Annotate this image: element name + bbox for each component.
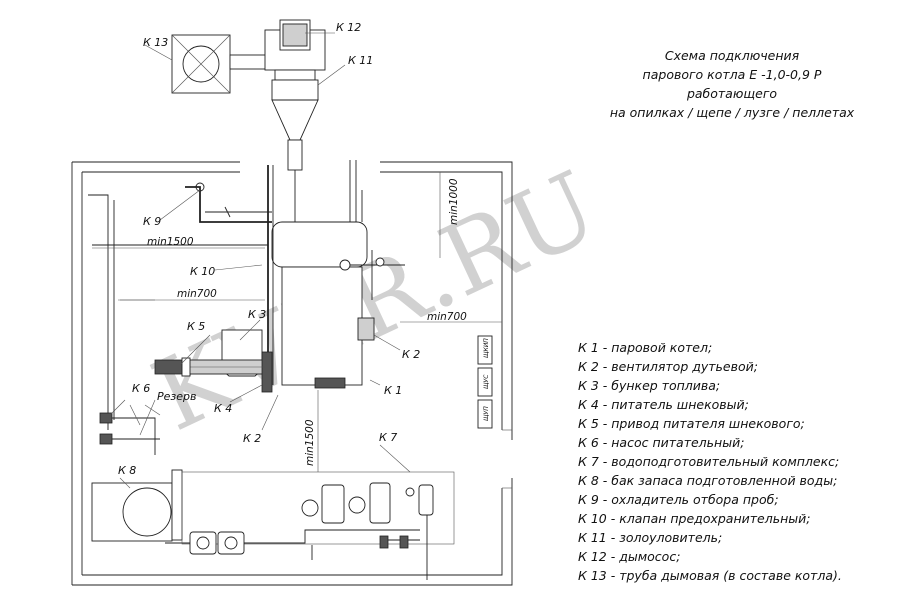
panel-label-1: ЩКИП bbox=[483, 338, 490, 358]
electrical-panels: ЩКИП ЩУС ЩУП bbox=[477, 335, 493, 429]
legend-item-k7: К 7 - водоподготовительный комплекс; bbox=[578, 454, 839, 469]
legend-item-k10: К 10 - клапан предохранительный; bbox=[578, 511, 810, 526]
title-line-2: парового котла Е -1,0-0,9 Р bbox=[643, 67, 822, 82]
ash-collector-k11 bbox=[271, 79, 319, 222]
label-k8: К 8 bbox=[118, 464, 136, 477]
steam-boiler-k1 bbox=[267, 160, 405, 389]
label-k12: К 12 bbox=[336, 21, 361, 34]
feeder-drive-k5 bbox=[154, 357, 191, 377]
smoke-exhauster-k12 bbox=[264, 19, 326, 81]
dimension-min1000-vertical: min1000 bbox=[448, 178, 460, 225]
dimension-min1500-vertical: min1500 bbox=[304, 419, 316, 466]
legend-item-k4: К 4 - питатель шнековый; bbox=[578, 397, 749, 412]
dimension-min700-left: min700 bbox=[177, 288, 217, 300]
watermark: KVZR.RU bbox=[137, 150, 614, 453]
label-k2-bottom: К 2 bbox=[243, 432, 261, 445]
label-k10: К 10 bbox=[190, 265, 215, 278]
legend-item-k3: К 3 - бункер топлива; bbox=[578, 378, 720, 393]
title-line-4: на опилках / щепе / лузге / пеллетах bbox=[610, 105, 855, 120]
title-line-1: Схема подключения bbox=[665, 48, 800, 63]
legend-item-k5: К 5 - привод питателя шнекового; bbox=[578, 416, 805, 431]
label-k4: К 4 bbox=[214, 402, 232, 415]
water-treatment-k7 bbox=[181, 471, 455, 580]
label-k11: К 11 bbox=[348, 54, 373, 67]
legend-item-k12: К 12 - дымосос; bbox=[578, 549, 680, 564]
label-k7: К 7 bbox=[379, 431, 397, 444]
label-k5: К 5 bbox=[187, 320, 205, 333]
panel-label-2: ЩУС bbox=[483, 374, 490, 389]
screw-feeder-k4 bbox=[187, 351, 273, 393]
panel-label-3: ЩУП bbox=[483, 406, 490, 421]
label-reserve: Резерв bbox=[157, 390, 196, 403]
sample-cooler-k9 bbox=[185, 182, 272, 223]
water-tank-k8 bbox=[91, 469, 210, 544]
legend: К 1 - паровой котел; К 2 - вентилятор ду… bbox=[578, 340, 842, 583]
diagram-title: Схема подключения парового котла Е -1,0-… bbox=[610, 48, 855, 120]
feed-pump-k6 bbox=[99, 404, 161, 455]
label-k1: К 1 bbox=[384, 384, 402, 397]
dimension-min1500-horizontal: min1500 bbox=[147, 236, 194, 248]
leader-lines bbox=[109, 32, 411, 489]
feed-pipes bbox=[88, 194, 268, 430]
label-k6: К 6 bbox=[132, 382, 150, 395]
label-k13: К 13 bbox=[143, 36, 168, 49]
dimension-lines bbox=[92, 172, 502, 472]
legend-item-k11: К 11 - золоуловитель; bbox=[578, 530, 722, 545]
legend-item-k13: К 13 - труба дымовая (в составе котла). bbox=[578, 568, 842, 583]
dimension-min700-right: min700 bbox=[427, 311, 467, 323]
title-line-3: работающего bbox=[686, 86, 777, 101]
legend-item-k6: К 6 - насос питательный; bbox=[578, 435, 744, 450]
legend-item-k8: К 8 - бак запаса подготовленной воды; bbox=[578, 473, 837, 488]
legend-item-k1: К 1 - паровой котел; bbox=[578, 340, 712, 355]
label-k9: К 9 bbox=[143, 215, 161, 228]
label-k2-right: К 2 bbox=[402, 348, 420, 361]
legend-item-k2: К 2 - вентилятор дутьевой; bbox=[578, 359, 758, 374]
label-k3: К 3 bbox=[248, 308, 266, 321]
legend-item-k9: К 9 - охладитель отбора проб; bbox=[578, 492, 779, 507]
room-walls bbox=[71, 161, 513, 586]
